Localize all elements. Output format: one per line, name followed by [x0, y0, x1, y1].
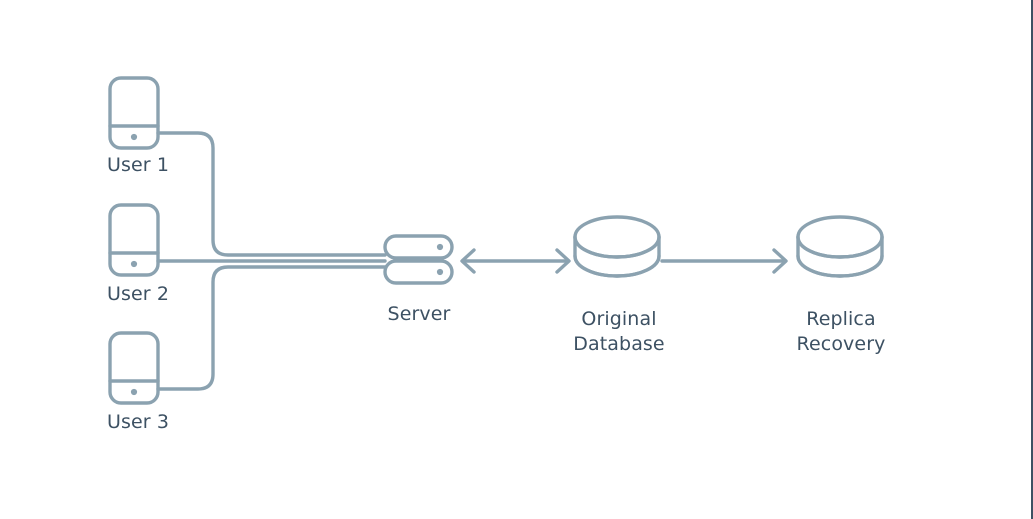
- node-user-2[interactable]: [108, 203, 160, 277]
- server-led-bottom: [436, 268, 444, 276]
- arrowhead-left-server: [460, 248, 476, 274]
- server-rack-unit-bottom: [383, 259, 454, 285]
- node-label-replica-recovery: Replica Recovery: [796, 308, 886, 355]
- node-label-user-3: User 3: [106, 411, 170, 433]
- server-rack-unit-top: [383, 234, 454, 260]
- connector-user1-to-server: [156, 131, 387, 257]
- node-replica-recovery[interactable]: [796, 215, 884, 278]
- mobile-device-home-dot: [130, 260, 138, 268]
- node-original-database[interactable]: [573, 215, 661, 278]
- mobile-device-icon: [108, 76, 160, 150]
- mobile-device-home-dot: [130, 388, 138, 396]
- mobile-device-icon: [108, 331, 160, 405]
- node-server[interactable]: [383, 234, 454, 285]
- connector-user3-to-server: [156, 265, 387, 391]
- node-label-user-1: User 1: [106, 154, 170, 176]
- node-user-1[interactable]: [108, 76, 160, 150]
- server-led-top: [436, 243, 444, 251]
- node-label-original-database: Original Database: [573, 308, 665, 355]
- arrowhead-right-original-database: [555, 248, 571, 274]
- mobile-device-icon: [108, 203, 160, 277]
- node-user-3[interactable]: [108, 331, 160, 405]
- mobile-device-home-dot: [130, 133, 138, 141]
- node-label-server: Server: [387, 303, 451, 325]
- arrowhead-right-replica-recovery: [772, 248, 788, 274]
- node-label-user-2: User 2: [106, 283, 170, 305]
- database-cylinder-ring-2: [573, 254, 661, 278]
- database-cylinder-ring-2: [796, 254, 884, 278]
- database-cylinder-ring-1: [573, 235, 661, 259]
- database-cylinder-ring-1: [796, 235, 884, 259]
